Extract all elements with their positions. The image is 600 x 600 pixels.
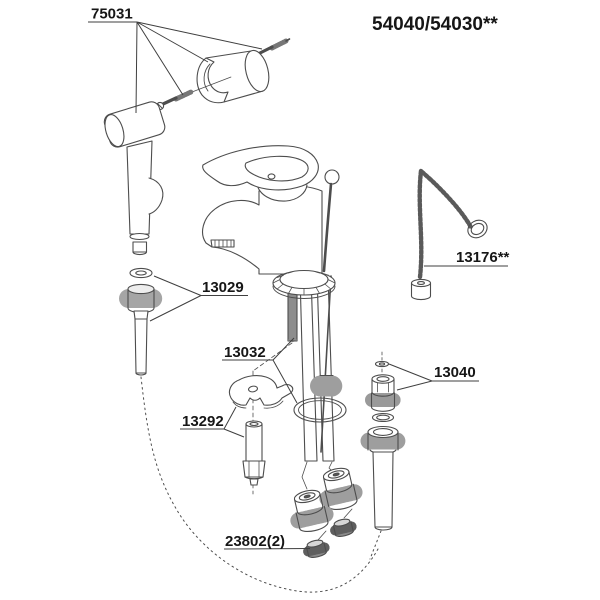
sealing-cap: [330, 518, 357, 537]
part-label-75031: 75031: [91, 6, 133, 23]
washer: [374, 360, 390, 368]
spray-trigger: [148, 177, 164, 215]
outlet-connector-set: [360, 351, 406, 560]
drain-chain: [410, 168, 488, 301]
callouts: [88, 21, 508, 550]
spray-hose-path: [140, 376, 379, 593]
leader-13032: [222, 337, 298, 404]
model-number-title: 54040/54030**: [372, 14, 498, 35]
leader-23802: [223, 548, 311, 550]
part-label-23802: 23802(2): [225, 533, 285, 550]
outlet-hose: [369, 451, 394, 560]
knurled-nut: [119, 283, 163, 314]
faucet-body-spout: [202, 184, 323, 275]
part-label-13292: 13292: [182, 413, 224, 430]
hand-spray: [103, 101, 166, 256]
chain-ring: [467, 219, 488, 239]
leader-13029: [149, 275, 248, 322]
washer: [129, 267, 153, 279]
mounting-bracket-set: [228, 342, 294, 495]
supply-tubes: [299, 274, 344, 462]
sealing-cap: [303, 539, 330, 558]
hex-fitting: [365, 374, 401, 412]
connector: [319, 467, 363, 511]
part-label-13040: 13040: [434, 364, 476, 381]
sleeve-nut: [242, 420, 266, 486]
base-flange: [272, 269, 336, 299]
mounting-ring: [293, 397, 347, 423]
leader-75031: [88, 21, 263, 114]
handle: [202, 145, 319, 202]
part-label-13029: 13029: [202, 279, 244, 296]
knurled-nut: [360, 425, 406, 455]
leader-13292: [180, 406, 245, 438]
spray-hose: [133, 310, 149, 376]
washer: [371, 412, 395, 423]
horseshoe-bracket: [228, 375, 294, 406]
spray-hose-connection: [119, 267, 163, 376]
pop-up-rod: [322, 169, 340, 273]
faucet: [202, 145, 347, 490]
part-label-13032: 13032: [224, 344, 266, 361]
spray-head: [103, 101, 166, 148]
leader-13040: [388, 363, 479, 391]
hose-connectors: [290, 467, 363, 558]
stopper: [410, 278, 432, 301]
spray-holder: [196, 49, 270, 104]
spray-body: [126, 140, 153, 235]
part-label-13176: 13176**: [456, 249, 510, 266]
wall-holder-assembly: [155, 38, 291, 111]
aerator: [210, 239, 235, 248]
connector: [290, 489, 334, 533]
